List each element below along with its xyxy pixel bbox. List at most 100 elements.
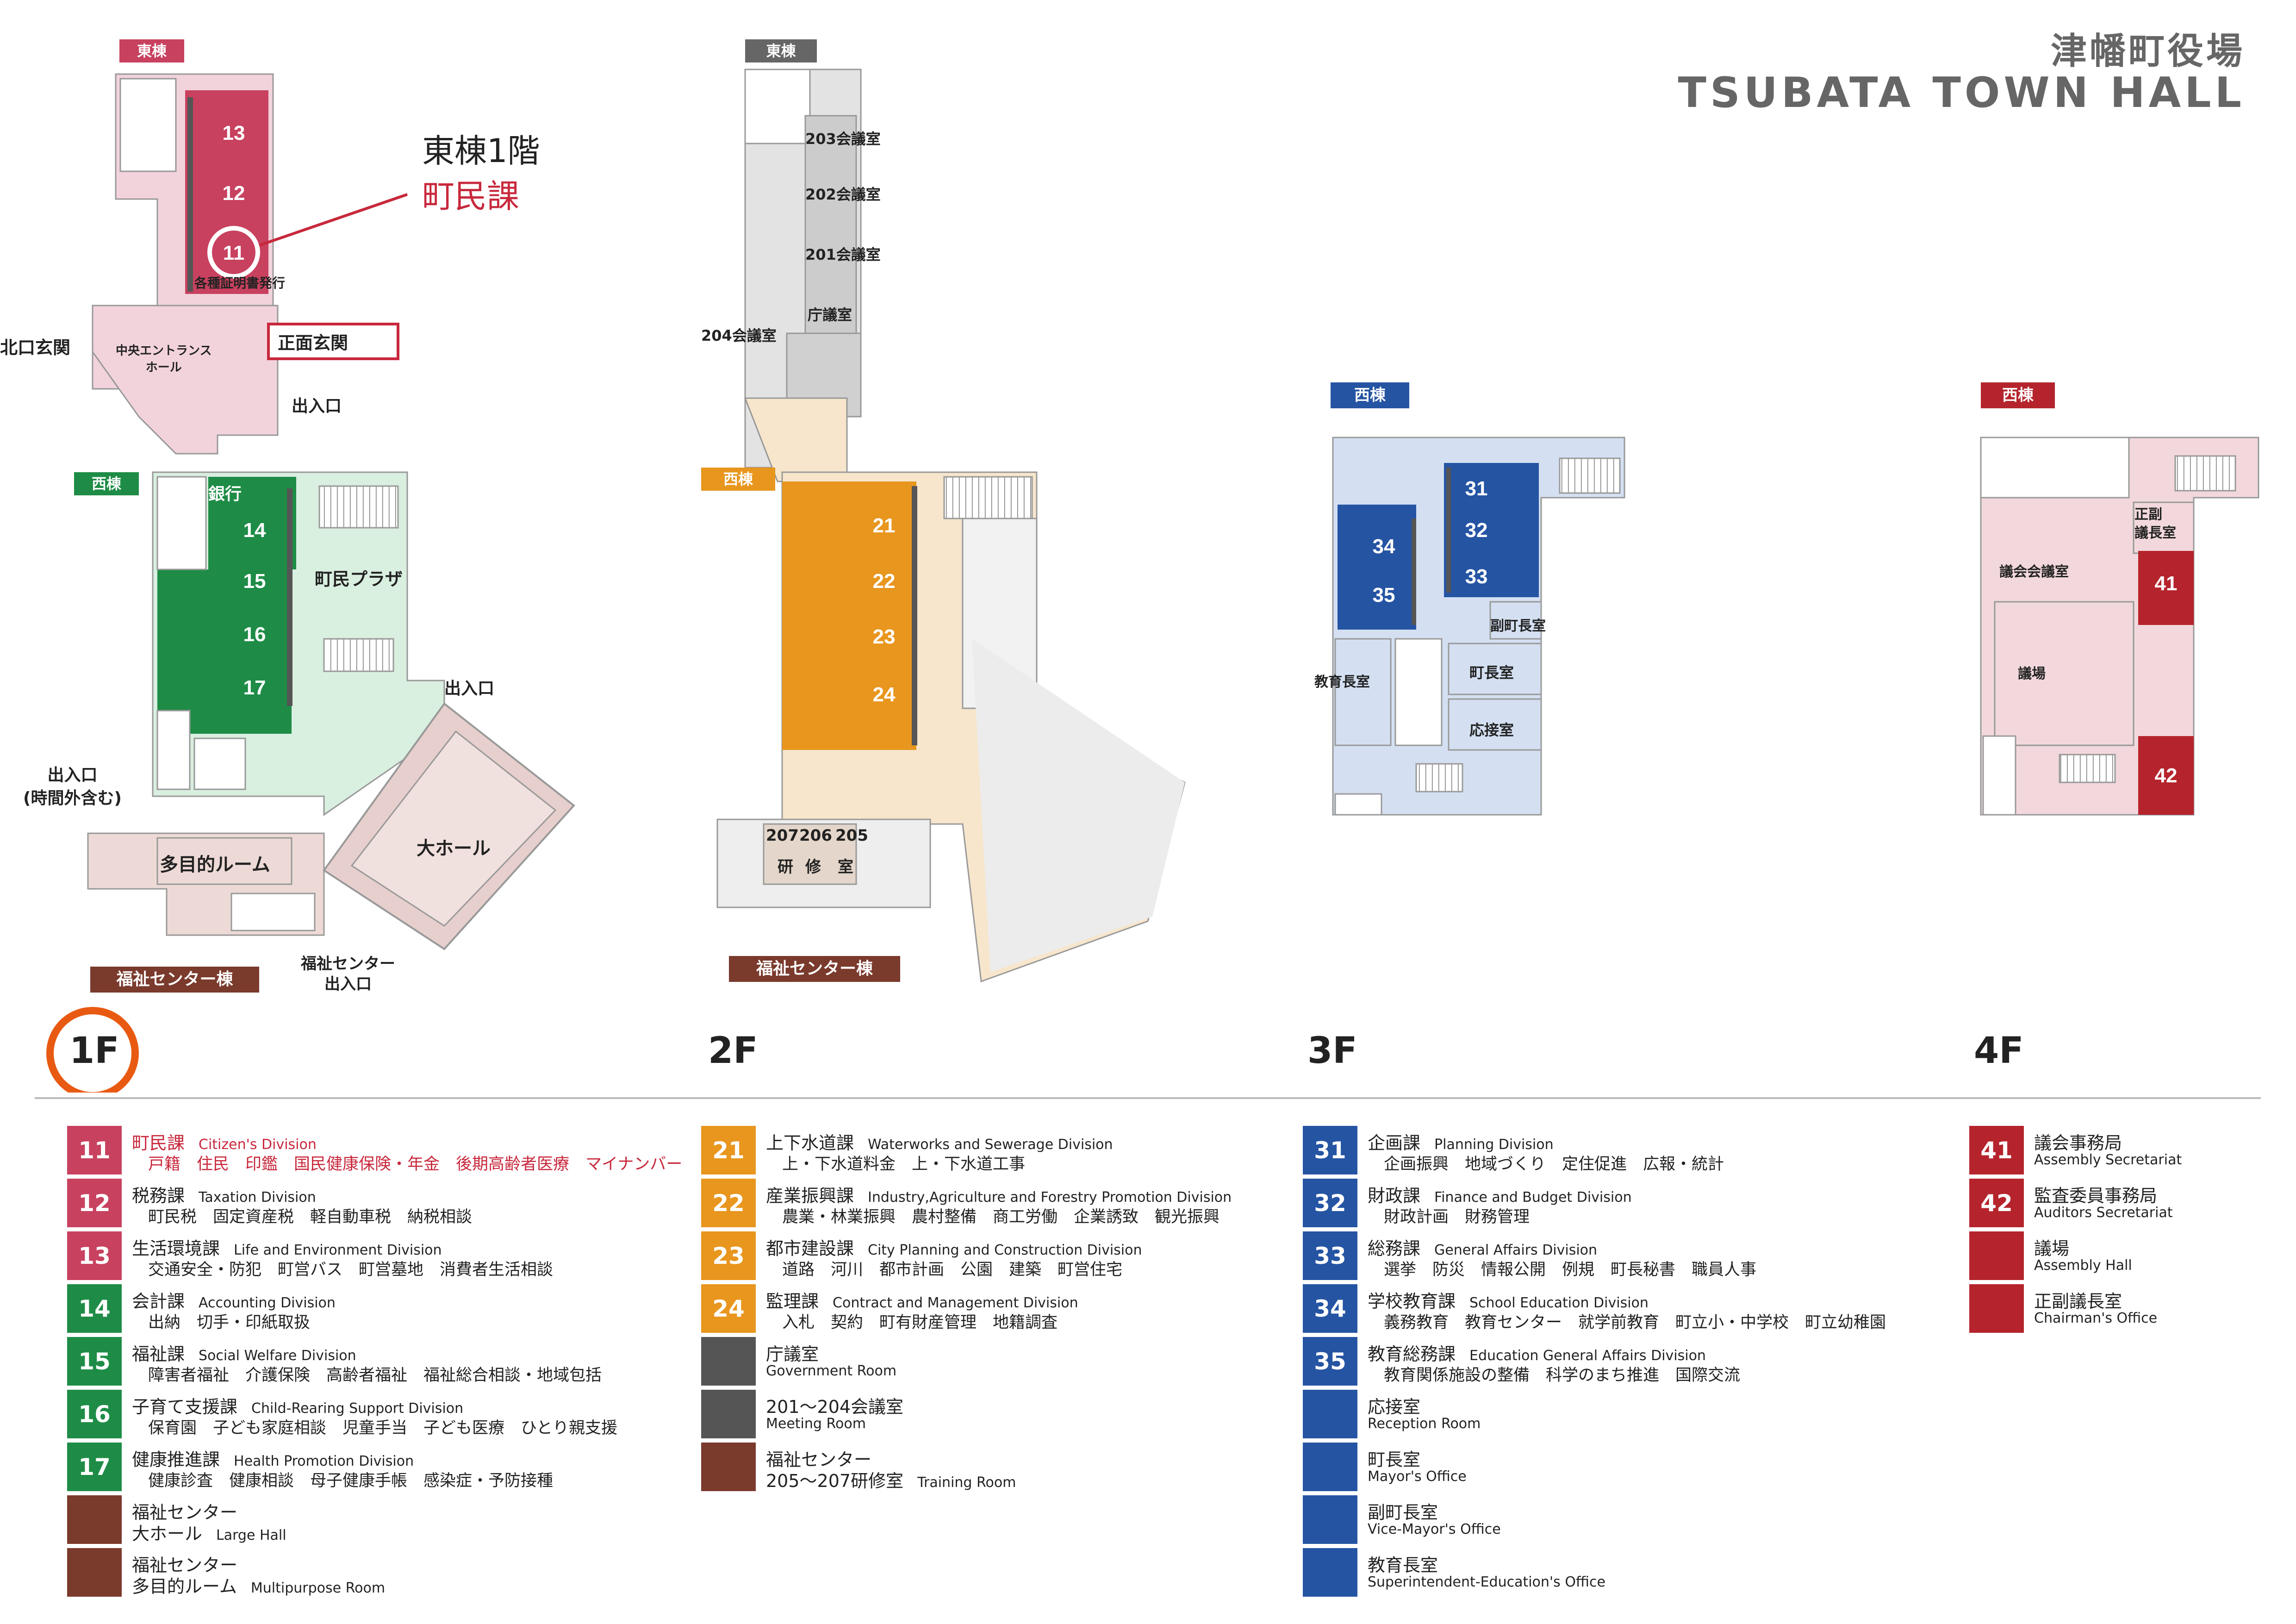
legend-badge: 35 [1303,1337,1357,1386]
floor-label-1f[interactable]: 1F [69,1030,119,1072]
legend-subtopics: 教育関係施設の整備 科学のまち推進 国際交流 [1384,1366,1741,1385]
legend-name-jp: 教育長室 [1368,1555,1438,1575]
legend-name: 福祉センター [766,1445,871,1471]
room-14-label: 14 [243,519,266,542]
label-chogi: 庁議室 [808,306,852,324]
legend-name-en: School Education Division [1469,1295,1649,1311]
legend-subtopics: 交通安全・防犯 町営バス 町営墓地 消費者生活相談 [148,1261,554,1279]
legend-name-en: Contract and Management Division [833,1295,1078,1311]
label-r203: 203会議室 [805,130,881,148]
legend-name-jp: 副町長室 [1368,1502,1438,1523]
floor-label-2f[interactable]: 2F [708,1030,758,1072]
legend-name-en: Mayor's Office [1368,1468,1467,1485]
plan-4f: 41 42 [1980,437,2259,816]
legend-subtopics: 障害者福祉 介護保険 高齢者福祉 福祉総合相談・地域包括 [148,1366,602,1385]
label-front-entrance[interactable]: 正面玄関 [278,333,348,353]
legend-name-en: Accounting Division [199,1295,336,1311]
floor-label-4f[interactable]: 4F [1974,1030,2024,1072]
legend-name-en: Child-Rearing Support Division [251,1400,464,1417]
legend-badge [701,1337,756,1386]
label-welfare-entrance[interactable]: 福祉センター 出入口 [301,955,395,993]
legend-name-en: Waterworks and Sewerage Division [868,1137,1113,1153]
label-shitsu: 室 [838,858,853,876]
plan-1f: 13 12 11 14 15 16 17 [87,73,575,950]
room-33-label: 33 [1465,565,1488,588]
label-edu-chief: 教育長室 [1314,674,1370,690]
legend-name-jp: 監理課 [766,1291,819,1312]
legend-subtopics: 企画振興 地域づくり 定住促進 広報・統計 [1384,1155,1724,1174]
label-plaza: 町民プラザ [315,569,403,589]
legend-name-jp: 201～204会議室 [766,1397,904,1417]
room-23-label: 23 [873,625,896,648]
legend-badge: 34 [1303,1284,1357,1333]
label-entrance-hall: 中央エントランス ホール [116,344,212,375]
legend-name-jp: 庁議室 [766,1344,819,1364]
floor-label-3f[interactable]: 3F [1307,1030,1357,1072]
legend-name-en: Social Welfare Division [199,1348,356,1364]
legend-name-en: Large Hall [216,1527,286,1543]
label-entrance-right[interactable]: 出入口 [444,679,495,698]
label-reception: 応接室 [1469,721,1514,739]
legend-badge: 24 [701,1284,756,1333]
legend-name-jp: 福祉課 [132,1344,185,1364]
tag-welfare-2f: 福祉センター棟 [729,956,900,982]
room-17-label: 17 [243,676,266,699]
legend-name-jp: 町民課 [132,1133,185,1153]
plan-2f: 21 22 23 24 [716,69,1186,983]
legend-name-jp: 議会事務局 [2034,1133,2122,1153]
legend-subtopics: 財政計画 財務管理 [1384,1208,1530,1226]
legend-badge [67,1495,122,1544]
legend-name-en: Assembly Secretariat [2034,1152,2182,1168]
label-entrance-offhours[interactable]: 出入口 (時間外含む) [23,766,122,808]
legend-subtopics: 選挙 防災 情報公開 例規 町長秘書 職員人事 [1384,1261,1757,1279]
legend-name-jp: 監査委員事務局 [2034,1186,2158,1206]
legend-name-jp: 健康推進課 [132,1449,220,1470]
legend-subtopics: 農業・林業振興 農村整備 商工労働 企業誘致 観光振興 [782,1208,1220,1226]
legend-name-en: Vice-Mayor's Office [1368,1521,1501,1537]
label-entrance-top[interactable]: 出入口 [292,397,342,416]
legend-name-en: Health Promotion Division [234,1453,414,1469]
label-r204: 204会議室 [701,327,777,344]
tag-east-2f: 東棟 [745,39,817,62]
legend-name-en: Meeting Room [766,1416,866,1432]
tag-west-2f: 西棟 [701,468,775,491]
room-11-label: 11 [223,242,245,264]
label-north-entrance[interactable]: 北口玄関 [0,337,71,358]
